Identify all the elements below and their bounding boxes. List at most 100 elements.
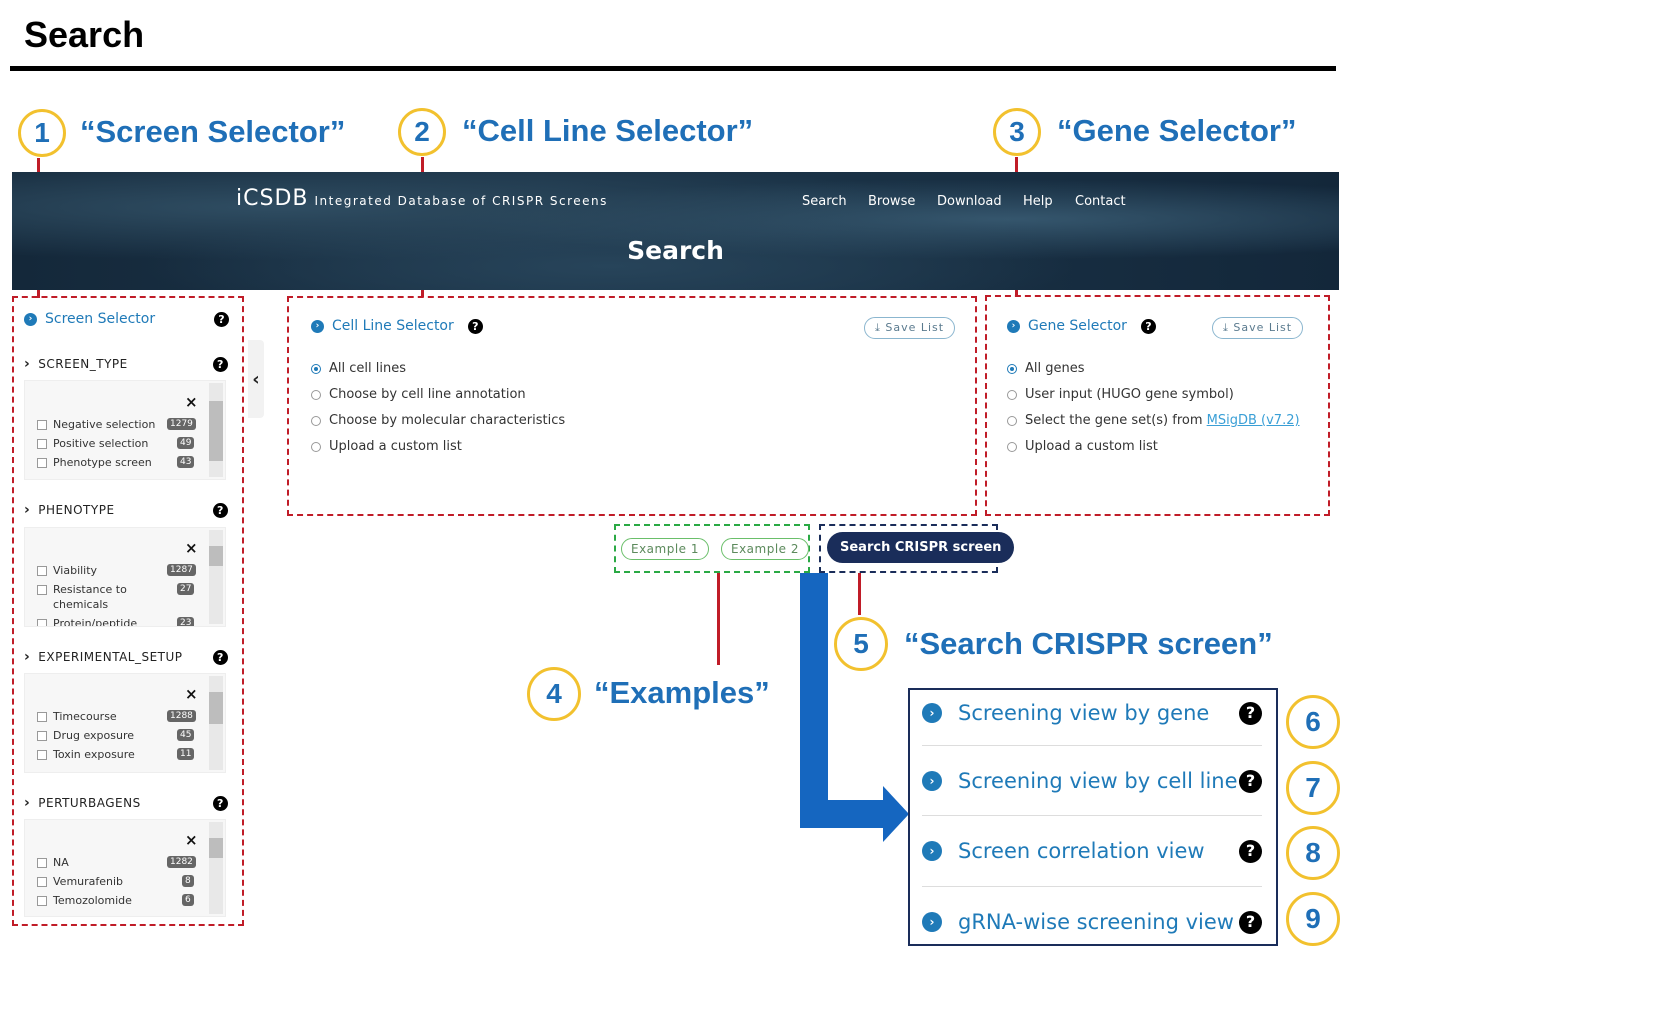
facet-item[interactable]: Protein/peptide — [37, 617, 138, 627]
checkbox[interactable] — [37, 711, 47, 722]
banner-title: Search — [627, 236, 724, 265]
checkbox[interactable] — [37, 730, 47, 741]
facet-item[interactable]: Temozolomide — [37, 894, 132, 907]
radio[interactable] — [311, 415, 321, 426]
example-2-button[interactable]: Example 2 — [721, 538, 810, 560]
checkbox[interactable] — [37, 457, 47, 468]
screen-selector-header[interactable]: › Screen Selector ? — [24, 311, 229, 327]
facet-item[interactable]: Drug exposure — [37, 729, 134, 742]
count-badge: 1288 — [167, 710, 196, 722]
facet-item[interactable]: Toxin exposure — [37, 748, 135, 761]
radio-selected[interactable] — [311, 363, 321, 374]
gene-option-upload[interactable]: Upload a custom list — [1007, 439, 1158, 454]
cell-line-save-list-button[interactable]: ⤓ Save List — [864, 317, 956, 339]
callout-5-leader — [858, 573, 861, 615]
help-icon[interactable]: ? — [213, 649, 228, 665]
help-icon[interactable]: ? — [1239, 769, 1262, 793]
facet-header-perturbagens[interactable]: › PERTURBAGENS ? — [24, 795, 228, 811]
checkbox[interactable] — [37, 857, 47, 868]
chevron-right-icon: › — [311, 319, 324, 333]
divider — [922, 815, 1262, 816]
gene-option-user-input[interactable]: User input (HUGO gene symbol) — [1007, 387, 1234, 402]
radio[interactable] — [311, 441, 321, 452]
nav-browse[interactable]: Browse — [868, 194, 916, 209]
facet-item-label: Vemurafenib — [53, 875, 124, 888]
view-by-gene[interactable]: › Screening view by gene ? — [922, 698, 1262, 728]
nav-search[interactable]: Search — [802, 194, 847, 209]
facet-header-phenotype[interactable]: › PHENOTYPE ? — [24, 502, 228, 518]
help-icon[interactable]: ? — [467, 318, 483, 334]
count-badge: 1282 — [167, 856, 196, 868]
scrollbar-thumb[interactable] — [209, 546, 223, 566]
radio[interactable] — [311, 389, 321, 400]
facet-item[interactable]: Positive selection — [37, 437, 148, 450]
example-1-button[interactable]: Example 1 — [621, 538, 710, 560]
scrollbar[interactable] — [209, 822, 223, 914]
cell-line-option-upload[interactable]: Upload a custom list — [311, 439, 462, 454]
chevron-right-icon: › — [922, 912, 942, 932]
facet-item[interactable]: Negative selection — [37, 418, 155, 431]
scrollbar-thumb[interactable] — [209, 692, 223, 724]
clear-icon[interactable]: × — [185, 831, 198, 849]
facet-header-experimental-setup[interactable]: › EXPERIMENTAL_SETUP ? — [24, 649, 228, 665]
cell-line-option-annotation[interactable]: Choose by cell line annotation — [311, 387, 526, 402]
facet-item-label: Protein/peptide — [53, 617, 138, 627]
collapse-sidebar-button[interactable]: ‹ — [248, 340, 264, 418]
facet-item[interactable]: Vemurafenib — [37, 875, 123, 888]
facet-item[interactable]: Timecourse — [37, 710, 117, 723]
checkbox[interactable] — [37, 749, 47, 760]
scrollbar-thumb[interactable] — [209, 838, 223, 858]
gene-save-list-button[interactable]: ⤓ Save List — [1212, 317, 1304, 339]
checkbox[interactable] — [37, 876, 47, 887]
radio-selected[interactable] — [1007, 363, 1017, 374]
nav-help[interactable]: Help — [1023, 194, 1053, 209]
search-crispr-button[interactable]: Search CRISPR screen — [827, 532, 1015, 563]
facet-header-screen-type[interactable]: › SCREEN_TYPE ? — [24, 356, 228, 372]
option-label: All genes — [1025, 361, 1085, 376]
help-icon[interactable]: ? — [1239, 839, 1262, 863]
checkbox[interactable] — [37, 419, 47, 430]
msigdb-link[interactable]: MSigDB (v7.2) — [1206, 413, 1300, 428]
checkbox[interactable] — [37, 618, 47, 626]
clear-icon[interactable]: × — [185, 539, 198, 557]
scrollbar[interactable] — [209, 383, 223, 477]
scrollbar-thumb[interactable] — [209, 401, 223, 461]
cell-line-option-all[interactable]: All cell lines — [311, 361, 406, 376]
help-icon[interactable]: ? — [1140, 318, 1156, 334]
clear-icon[interactable]: × — [185, 685, 198, 703]
view-screen-correlation[interactable]: › Screen correlation view ? — [922, 836, 1262, 866]
checkbox[interactable] — [37, 584, 47, 595]
gene-option-all[interactable]: All genes — [1007, 361, 1085, 376]
view-grna-wise[interactable]: › gRNA-wise screening view ? — [922, 907, 1262, 937]
radio[interactable] — [1007, 441, 1017, 452]
clear-icon[interactable]: × — [185, 393, 198, 411]
facet-item[interactable]: Viability — [37, 564, 97, 577]
help-icon[interactable]: ? — [213, 356, 228, 372]
checkbox[interactable] — [37, 565, 47, 576]
gene-selector-header[interactable]: › Gene Selector ? — [1007, 318, 1156, 334]
help-icon[interactable]: ? — [213, 502, 228, 518]
help-icon[interactable]: ? — [1239, 701, 1262, 725]
facet-item[interactable]: Resistance to — [37, 583, 127, 596]
cell-line-option-molecular[interactable]: Choose by molecular characteristics — [311, 413, 565, 428]
callout-5-label: “Search CRISPR screen” — [904, 626, 1273, 661]
radio[interactable] — [1007, 415, 1017, 426]
checkbox[interactable] — [37, 438, 47, 449]
help-icon[interactable]: ? — [214, 311, 229, 327]
facet-item-label: Negative selection — [53, 418, 156, 431]
nav-download[interactable]: Download — [937, 194, 1002, 209]
radio[interactable] — [1007, 389, 1017, 400]
facet-item[interactable]: NA — [37, 856, 69, 869]
view-by-cell-line[interactable]: › Screening view by cell line ? — [922, 766, 1262, 796]
facet-list-experimental-setup: × Timecourse 1288 Drug exposure 45 Toxin… — [24, 673, 226, 773]
checkbox[interactable] — [37, 895, 47, 906]
gene-option-gene-set[interactable]: Select the gene set(s) from MSigDB (v7.2… — [1007, 413, 1300, 428]
cell-line-selector-header[interactable]: › Cell Line Selector ? — [311, 318, 483, 334]
help-icon[interactable]: ? — [1239, 910, 1262, 934]
scrollbar[interactable] — [209, 530, 223, 624]
scrollbar[interactable] — [209, 676, 223, 770]
nav-contact[interactable]: Contact — [1075, 194, 1126, 209]
help-icon[interactable]: ? — [213, 795, 228, 811]
facet-item[interactable]: Phenotype screen — [37, 456, 152, 469]
